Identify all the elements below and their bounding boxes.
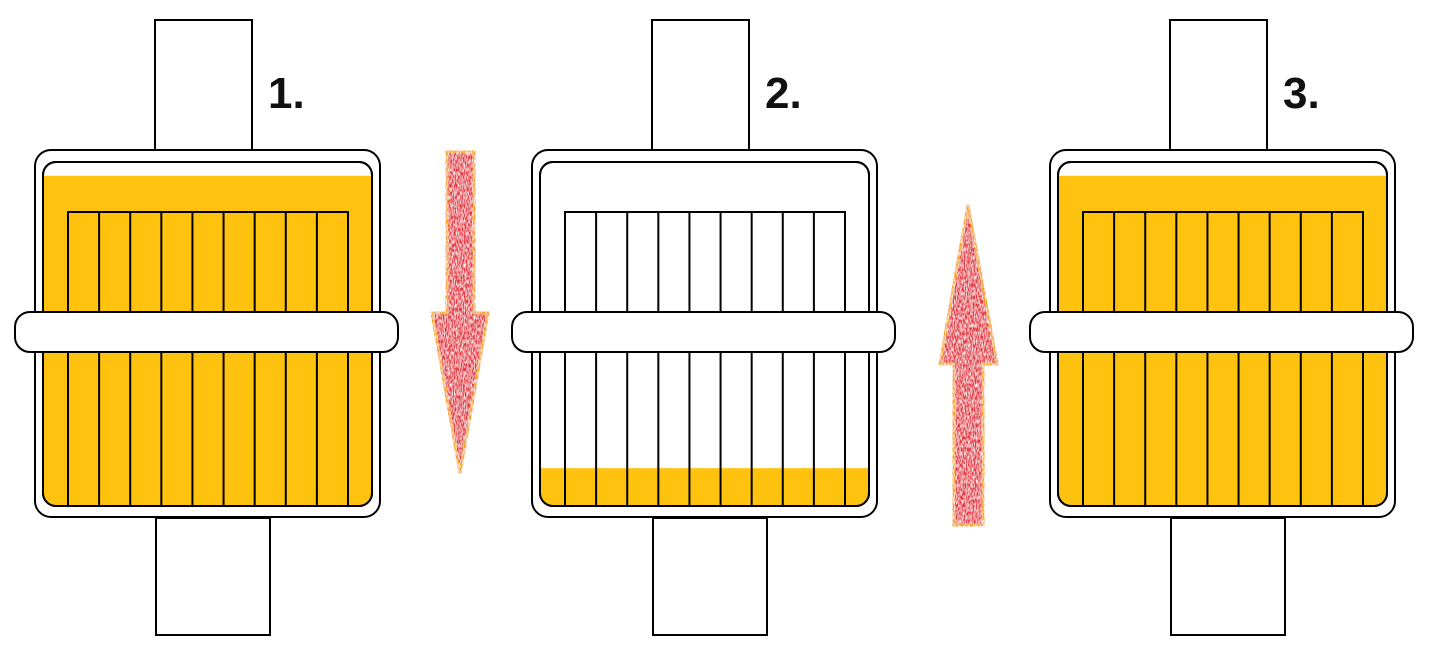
clamp-band bbox=[1029, 311, 1414, 353]
filter-element bbox=[1082, 211, 1364, 507]
filters-layer: 1. 2. 3. bbox=[14, 19, 1414, 636]
filter-element bbox=[67, 211, 349, 507]
inlet-pipe bbox=[651, 19, 750, 154]
step-label: 3. bbox=[1283, 69, 1320, 118]
arrow-down-icon bbox=[430, 150, 490, 474]
fuel-filter-3: 3. bbox=[1029, 19, 1414, 636]
step-label: 1. bbox=[268, 69, 305, 118]
filter-element bbox=[564, 211, 846, 507]
step-label: 2. bbox=[765, 69, 802, 118]
clamp-band bbox=[511, 311, 896, 353]
fuel-filter-1: 1. bbox=[14, 19, 399, 636]
fuel-level bbox=[541, 468, 868, 505]
clamp-band bbox=[14, 311, 399, 353]
arrow-up-icon bbox=[938, 204, 999, 527]
fuel-filter-2: 2. bbox=[511, 19, 896, 636]
inlet-pipe bbox=[154, 19, 253, 154]
outlet-pipe bbox=[155, 517, 271, 636]
inlet-pipe bbox=[1169, 19, 1268, 154]
arrows-layer bbox=[430, 150, 999, 527]
outlet-pipe bbox=[652, 517, 768, 636]
outlet-pipe bbox=[1170, 517, 1286, 636]
